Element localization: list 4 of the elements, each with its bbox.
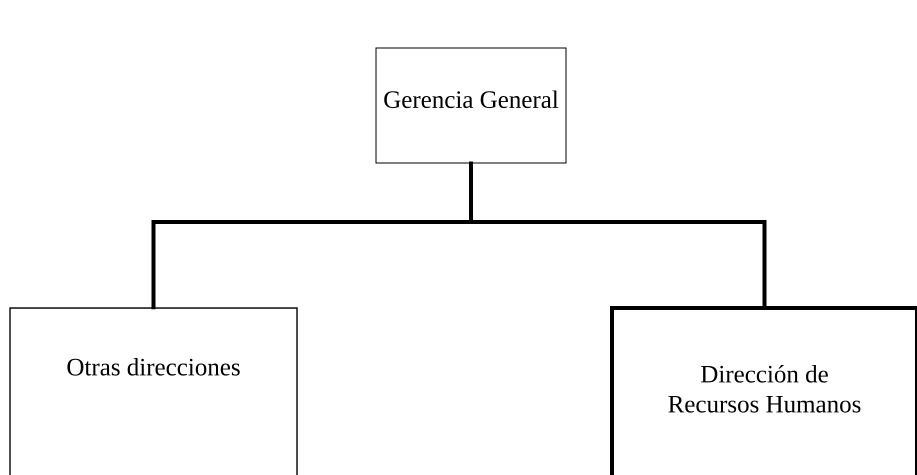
org-box: Dirección de Recursos Humanos	[610, 306, 917, 475]
org-box: Otras direcciones	[9, 307, 298, 475]
org-box: Gerencia General	[376, 48, 566, 164]
connector-line	[469, 162, 766, 308]
